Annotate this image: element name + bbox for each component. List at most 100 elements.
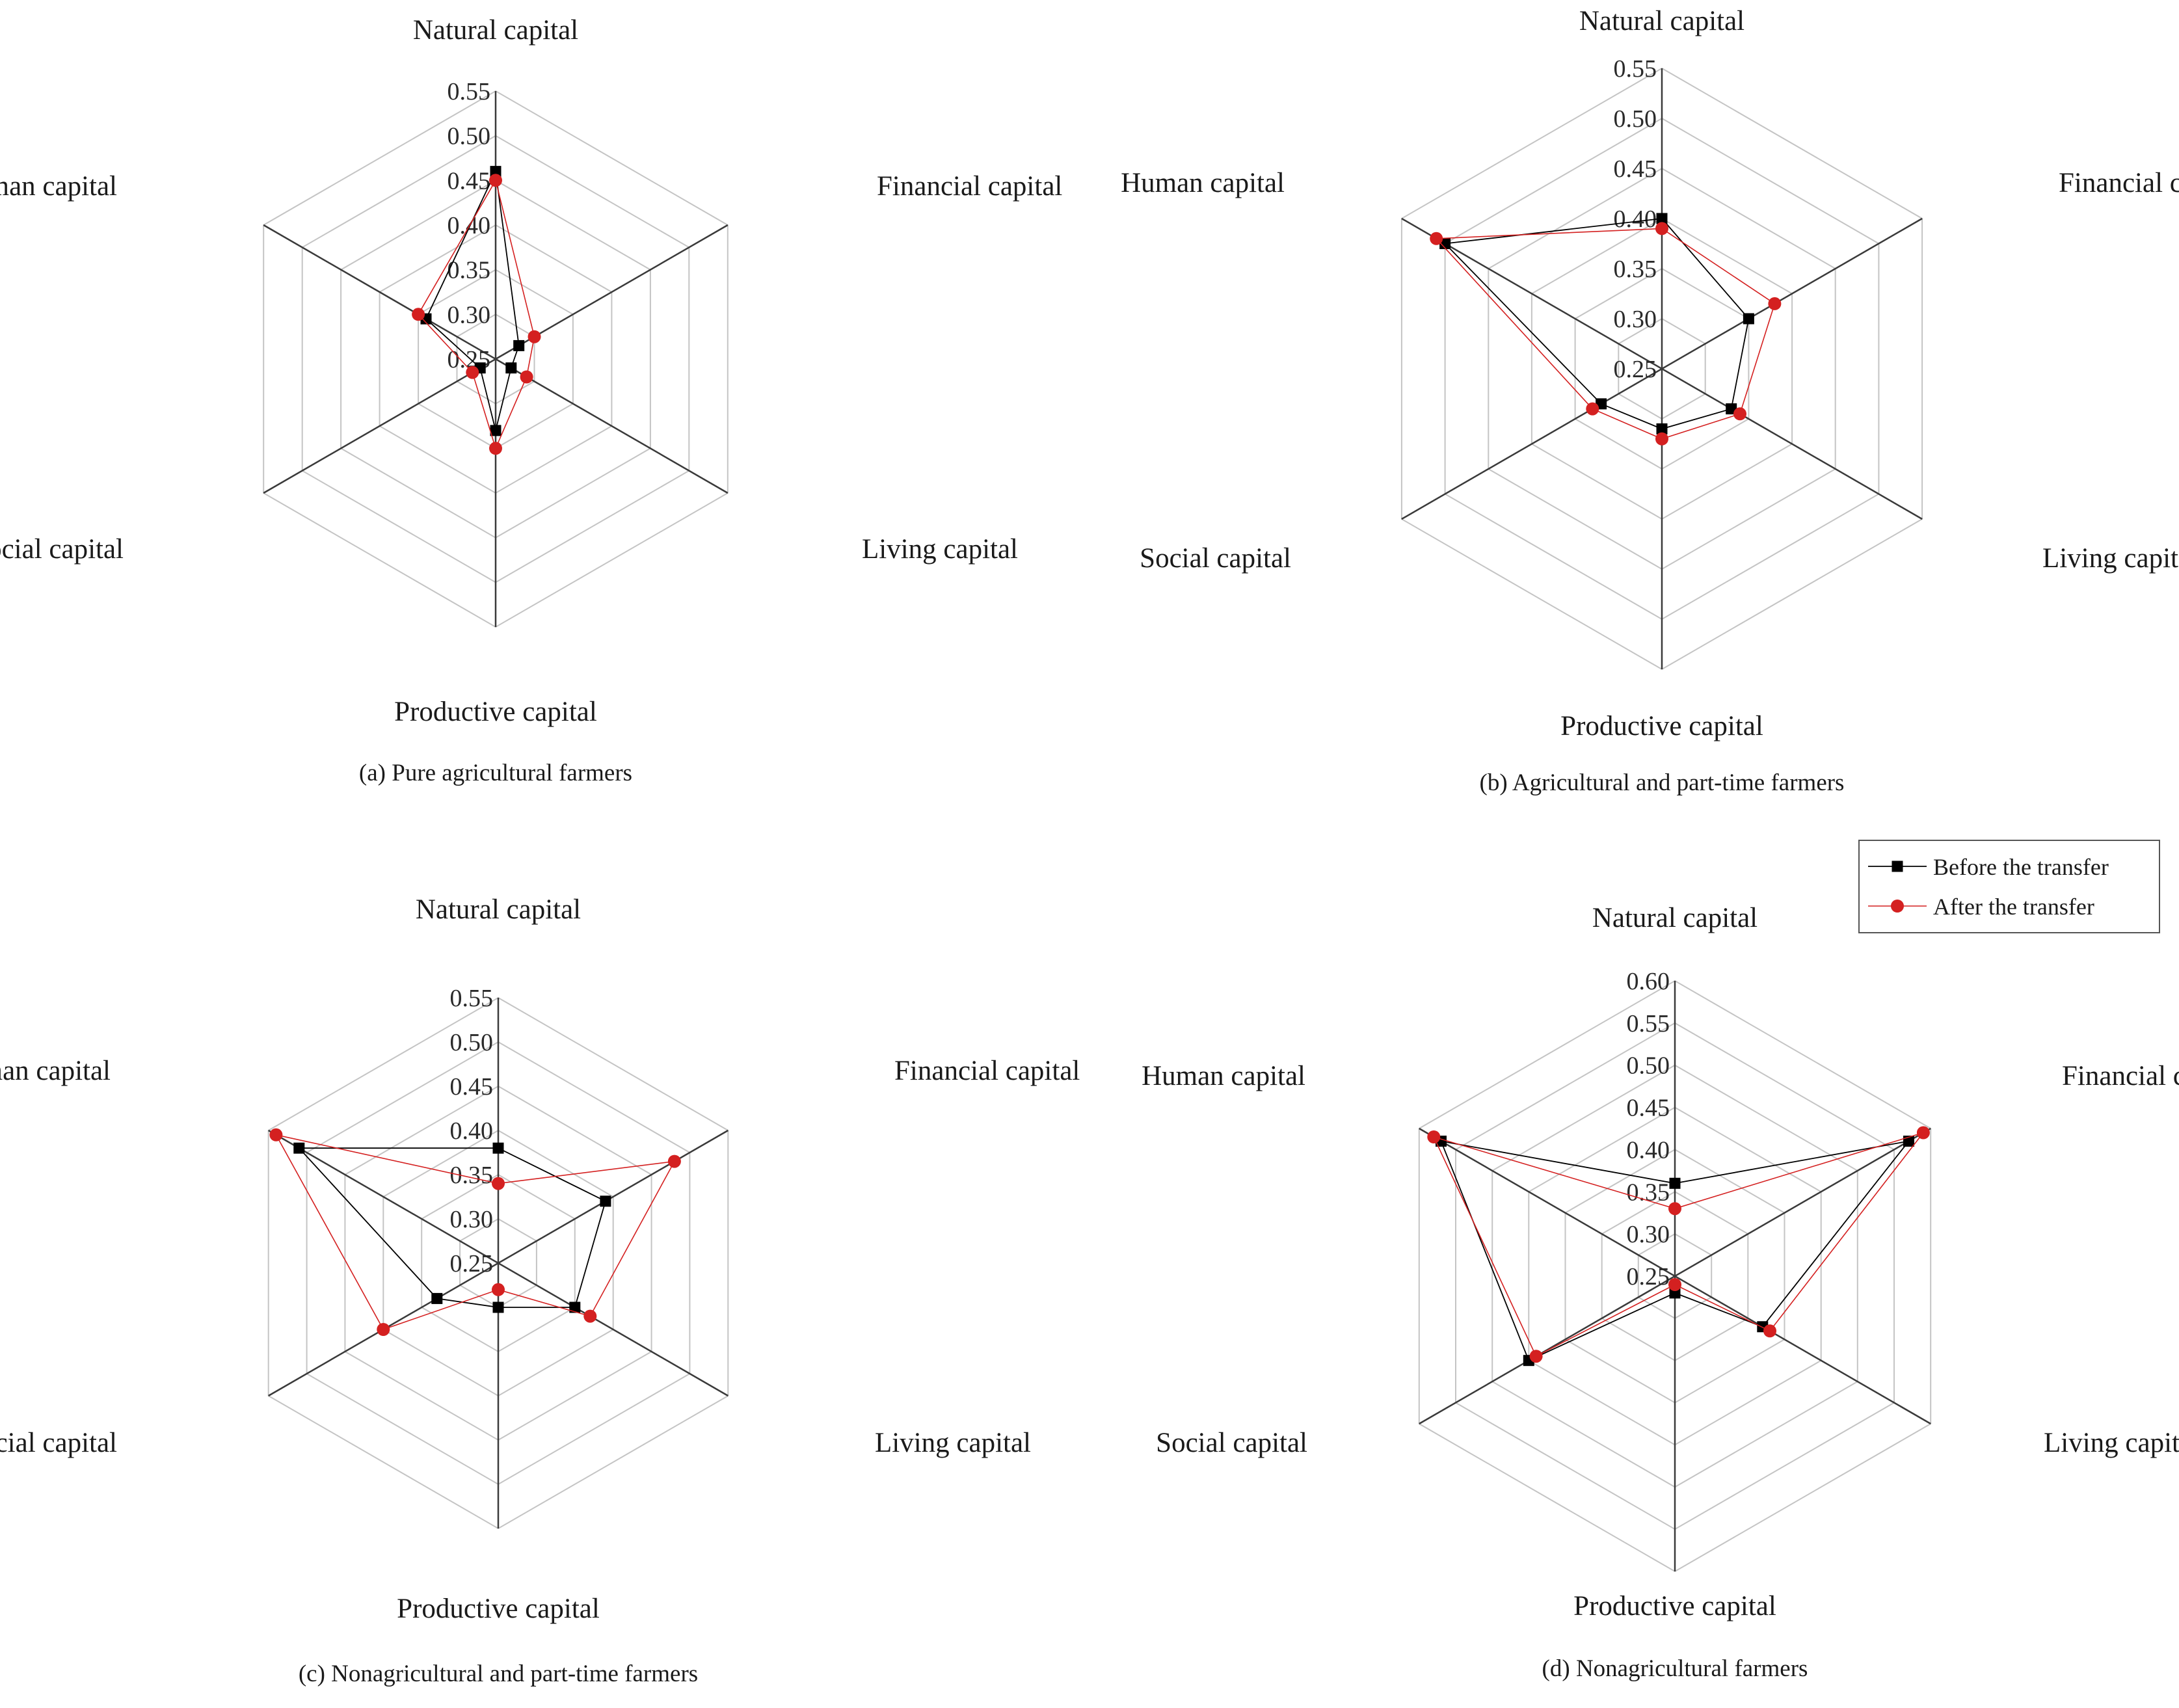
panel-caption: (b) Agricultural and part-time farmers xyxy=(1480,769,1845,796)
after-marker-natural-capital xyxy=(1668,1202,1681,1216)
after-marker-human-capital xyxy=(412,308,425,321)
axis-label-human-capital: Human capital xyxy=(1142,1061,1305,1091)
tick-label: 0.35 xyxy=(450,1162,494,1189)
tick-label: 0.25 xyxy=(450,1250,494,1277)
after-marker-financial-capital xyxy=(528,330,541,343)
after-marker-living-capital xyxy=(1763,1324,1776,1338)
before-marker-natural-capital xyxy=(1669,1177,1681,1189)
axis-label-social-capital: Social capital xyxy=(0,1428,117,1458)
axis-label-financial-capital: Financial capital xyxy=(2059,168,2179,198)
tick-label: 0.30 xyxy=(450,1206,494,1233)
tick-label: 0.55 xyxy=(1614,55,1657,83)
axis-label-financial-capital: Financial capital xyxy=(894,1056,1080,1086)
before-marker-living-capital xyxy=(569,1301,581,1313)
before-marker-social-capital xyxy=(431,1292,443,1304)
after-marker-financial-capital xyxy=(667,1154,681,1168)
after-marker-human-capital xyxy=(1427,1130,1441,1143)
tick-label: 0.25 xyxy=(1614,356,1657,383)
tick-label: 0.50 xyxy=(1627,1052,1670,1080)
axis-label-financial-capital: Financial capital xyxy=(877,171,1062,202)
after-marker-living-capital xyxy=(583,1309,597,1323)
axis-label-human-capital: Human capital xyxy=(0,171,117,202)
tick-label: 0.50 xyxy=(448,123,491,150)
axis-label-natural-capital: Natural capital xyxy=(1592,903,1758,933)
legend-before-label: Before the transfer xyxy=(1933,854,2109,880)
axis-label-productive-capital: Productive capital xyxy=(394,697,597,727)
axis-label-living-capital: Living capital xyxy=(862,534,1018,565)
before-marker-human-capital xyxy=(293,1142,305,1154)
tick-label: 0.35 xyxy=(1614,256,1657,283)
after-marker-human-capital xyxy=(1430,232,1443,245)
tick-label: 0.40 xyxy=(1627,1136,1670,1164)
legend-box xyxy=(1858,840,2160,933)
panel-caption: (a) Pure agricultural farmers xyxy=(359,760,632,786)
axis-label-natural-capital: Natural capital xyxy=(413,15,578,46)
axis-spoke xyxy=(1401,217,1923,520)
before-marker-natural-capital xyxy=(492,1142,504,1154)
after-marker-financial-capital xyxy=(1768,297,1782,310)
tick-label: 0.40 xyxy=(448,212,491,239)
after-marker-productive-capital xyxy=(1655,432,1668,446)
axis-label-living-capital: Living capital xyxy=(875,1428,1031,1458)
axis-label-human-capital: Human capital xyxy=(0,1056,111,1086)
panel-caption: (d) Nonagricultural farmers xyxy=(1542,1655,1808,1682)
before-marker-natural-capital xyxy=(490,166,501,178)
before-marker-living-capital xyxy=(505,362,517,374)
after-marker-natural-capital xyxy=(492,1177,505,1190)
axis-label-human-capital: Human capital xyxy=(1121,168,1285,198)
after-marker-natural-capital xyxy=(1655,222,1668,235)
legend-before-marker xyxy=(1892,861,1903,872)
axis-label-social-capital: Social capital xyxy=(0,534,124,565)
tick-label: 0.30 xyxy=(1614,306,1657,333)
tick-label: 0.45 xyxy=(1614,155,1657,183)
axis-label-social-capital: Social capital xyxy=(1140,543,1291,574)
after-marker-social-capital xyxy=(1586,402,1599,416)
tick-label: 0.60 xyxy=(1627,968,1670,995)
tick-label: 0.40 xyxy=(1614,206,1657,233)
before-marker-natural-capital xyxy=(1656,213,1668,224)
after-marker-social-capital xyxy=(1529,1350,1543,1363)
tick-label: 0.35 xyxy=(448,257,491,284)
legend-after-label: After the transfer xyxy=(1933,894,2094,920)
axis-label-financial-capital: Financial capital xyxy=(2062,1061,2179,1091)
before-marker-financial-capital xyxy=(600,1195,611,1207)
tick-label: 0.55 xyxy=(1627,1010,1670,1037)
tick-label: 0.55 xyxy=(448,78,491,105)
tick-label: 0.50 xyxy=(450,1029,494,1056)
series-line-before xyxy=(1443,218,1750,430)
after-marker-social-capital xyxy=(377,1323,390,1336)
axis-label-natural-capital: Natural capital xyxy=(416,894,581,925)
after-marker-living-capital xyxy=(520,370,533,384)
tick-label: 0.40 xyxy=(450,1117,494,1145)
tick-label: 0.45 xyxy=(1627,1095,1670,1122)
axis-label-productive-capital: Productive capital xyxy=(397,1594,600,1624)
tick-label: 0.50 xyxy=(1614,105,1657,133)
after-marker-productive-capital xyxy=(489,442,502,455)
tick-label: 0.55 xyxy=(450,985,494,1012)
after-marker-human-capital xyxy=(269,1128,283,1141)
tick-label: 0.25 xyxy=(1627,1263,1670,1290)
axis-label-productive-capital: Productive capital xyxy=(1573,1591,1776,1621)
axis-label-social-capital: Social capital xyxy=(1156,1428,1307,1458)
axis-spoke xyxy=(1419,1127,1931,1425)
tick-label: 0.35 xyxy=(1627,1179,1670,1206)
after-marker-productive-capital xyxy=(492,1283,505,1296)
before-marker-productive-capital xyxy=(490,425,501,436)
after-marker-social-capital xyxy=(466,366,479,379)
before-marker-financial-capital xyxy=(513,340,525,351)
axis-label-living-capital: Living capital xyxy=(2044,1428,2179,1458)
tick-label: 0.30 xyxy=(1627,1221,1670,1248)
axis-label-living-capital: Living capital xyxy=(2042,543,2179,574)
tick-label: 0.45 xyxy=(450,1073,494,1101)
after-marker-living-capital xyxy=(1733,407,1746,421)
before-marker-financial-capital xyxy=(1743,313,1754,325)
axis-spoke xyxy=(263,224,729,494)
axis-label-productive-capital: Productive capital xyxy=(1560,711,1763,741)
after-marker-productive-capital xyxy=(1668,1278,1681,1291)
legend-after-marker xyxy=(1891,900,1904,913)
radar-panel-d: 0.25 0.30 0.35 0.40 0.45 0.50 0.55 0.60 Natural … xyxy=(1142,903,2179,1682)
before-marker-productive-capital xyxy=(492,1301,504,1313)
